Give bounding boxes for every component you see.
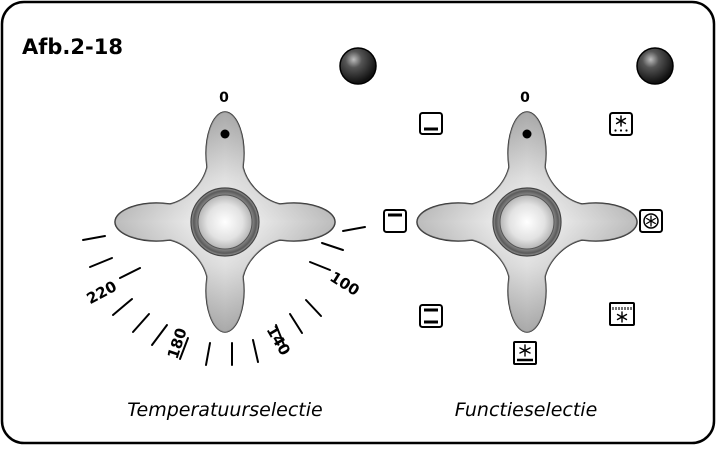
temperature-scale-ticks: [82, 226, 366, 366]
temperature-knob-zero-label: 0: [219, 90, 229, 106]
temperature-knob[interactable]: [114, 111, 336, 333]
fan-bottom-heat-icon: [513, 341, 537, 365]
figure-title: Afb.2-18: [22, 35, 123, 59]
function-knob[interactable]: [416, 111, 638, 333]
bottom-heat-icon: [419, 112, 443, 135]
temperature-knob-cap: [197, 194, 253, 250]
fan-element-icon: [639, 209, 663, 233]
fan-top-heat-icon: [609, 302, 635, 326]
defrost-icon: [609, 112, 633, 136]
top-bottom-heat-icon: [419, 304, 443, 328]
indicator-lamp-function: [636, 47, 674, 85]
temperature-caption: Temperatuurselectie: [127, 399, 322, 421]
indicator-lamp-temperature: [339, 47, 377, 85]
temperature-knob-pointer: [220, 129, 230, 139]
top-heat-icon: [383, 209, 407, 233]
function-knob-pointer: [522, 129, 532, 139]
function-caption: Functieselectie: [455, 399, 598, 421]
function-knob-zero-label: 0: [520, 90, 530, 106]
function-knob-cap: [499, 194, 555, 250]
